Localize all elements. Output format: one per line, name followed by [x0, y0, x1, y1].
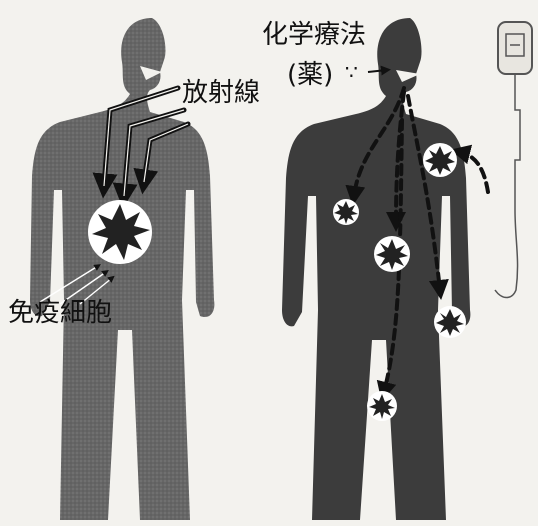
spiky-tumor-icon — [88, 200, 152, 264]
drug-particles-icon: ∵ — [345, 60, 358, 84]
drug-label: (薬) — [287, 62, 333, 88]
tumor-abdomen — [374, 236, 410, 272]
immune-cells-label: 免疫細胞 — [8, 300, 112, 326]
chemotherapy-label: 化学療法 — [262, 22, 366, 48]
tumor-hip — [434, 306, 466, 338]
tumor-leg — [367, 391, 397, 421]
right-human-figure — [282, 18, 470, 520]
tumor-arm — [333, 199, 359, 225]
iv-drip-bag-icon — [495, 22, 532, 298]
radiation-label: 放射線 — [182, 80, 260, 106]
tumor-chest — [423, 143, 457, 177]
